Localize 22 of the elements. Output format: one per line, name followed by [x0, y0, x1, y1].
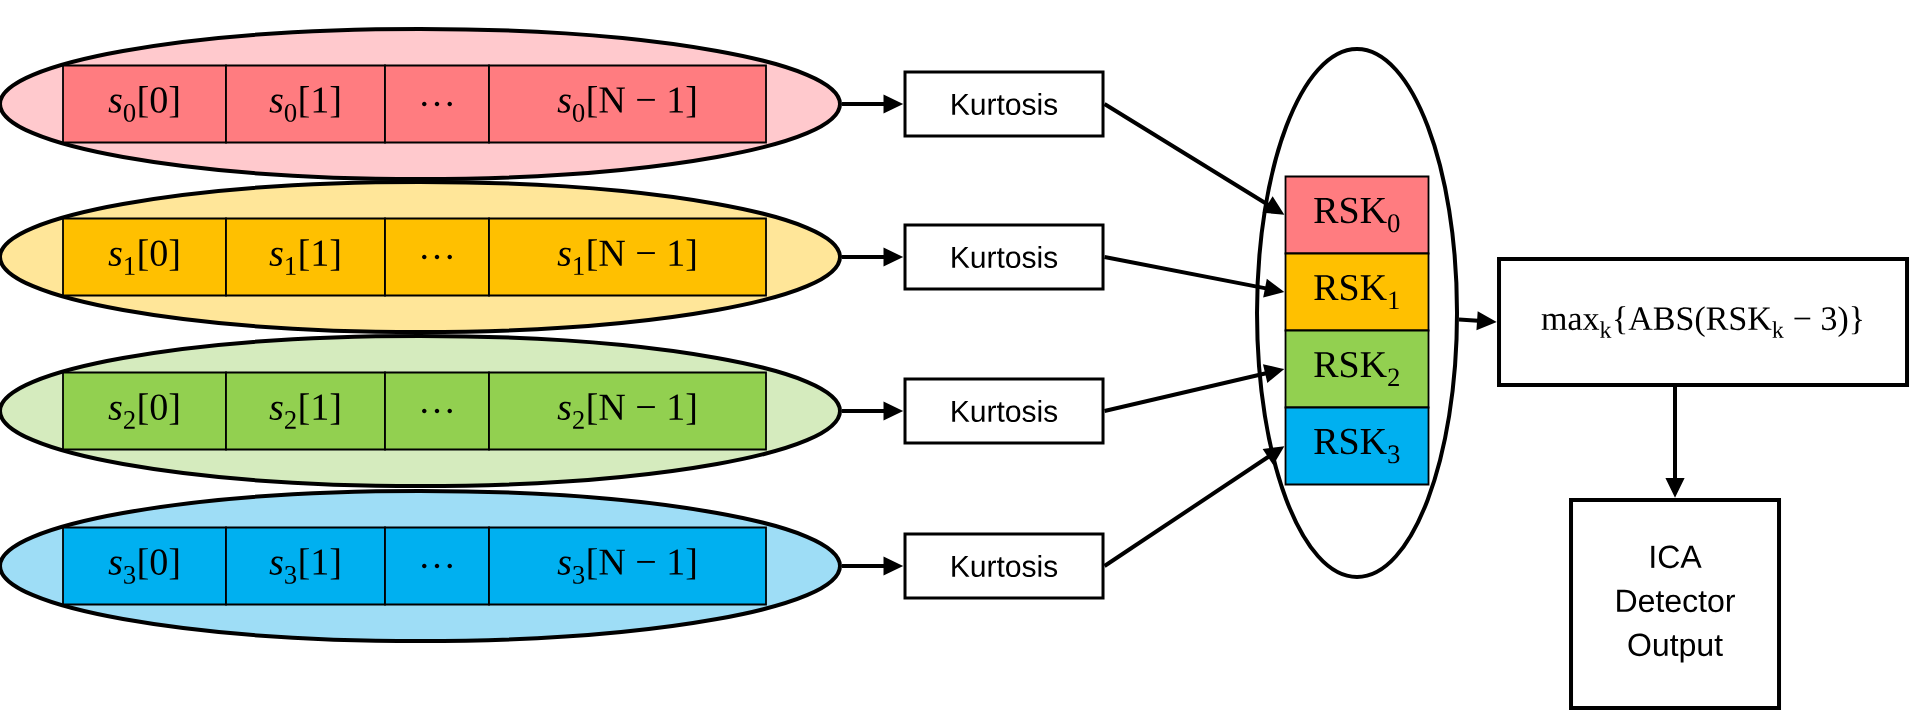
sample-cell: s$_{1}$[1]	[225, 217, 386, 297]
rsk-cell: RSK$_{3}$	[1284, 406, 1430, 486]
kurtosis-box: Kurtosis	[903, 532, 1105, 600]
sample-cell: s$_{1}$[0]	[62, 217, 227, 297]
sample-cell: s$_{2}$[0]	[62, 371, 227, 451]
output-box: ICA Detector Output	[1569, 498, 1781, 710]
rsk-cell: RSK$_{2}$	[1284, 329, 1430, 409]
sample-cell: …	[384, 526, 490, 606]
sample-cell: s$_{0}$[1]	[225, 64, 386, 144]
sample-cell: s$_{3}$[0]	[62, 526, 227, 606]
rsk-cell: RSK$_{1}$	[1284, 252, 1430, 332]
sample-cell: …	[384, 217, 490, 297]
sample-cell: s$_{0}$[0]	[62, 64, 227, 144]
max-box: max$_{k}${ABS(RSK$_{k}$ − 3)}	[1497, 257, 1909, 387]
sample-cell: s$_{2}$[1]	[225, 371, 386, 451]
kurtosis-box: Kurtosis	[903, 70, 1105, 138]
kurtosis-box: Kurtosis	[903, 223, 1105, 291]
rsk-cell: RSK$_{0}$	[1284, 175, 1430, 255]
sample-cell: s$_{3}$[1]	[225, 526, 386, 606]
sample-cell: …	[384, 64, 490, 144]
kurtosis-box: Kurtosis	[903, 377, 1105, 445]
sample-cell: …	[384, 371, 490, 451]
